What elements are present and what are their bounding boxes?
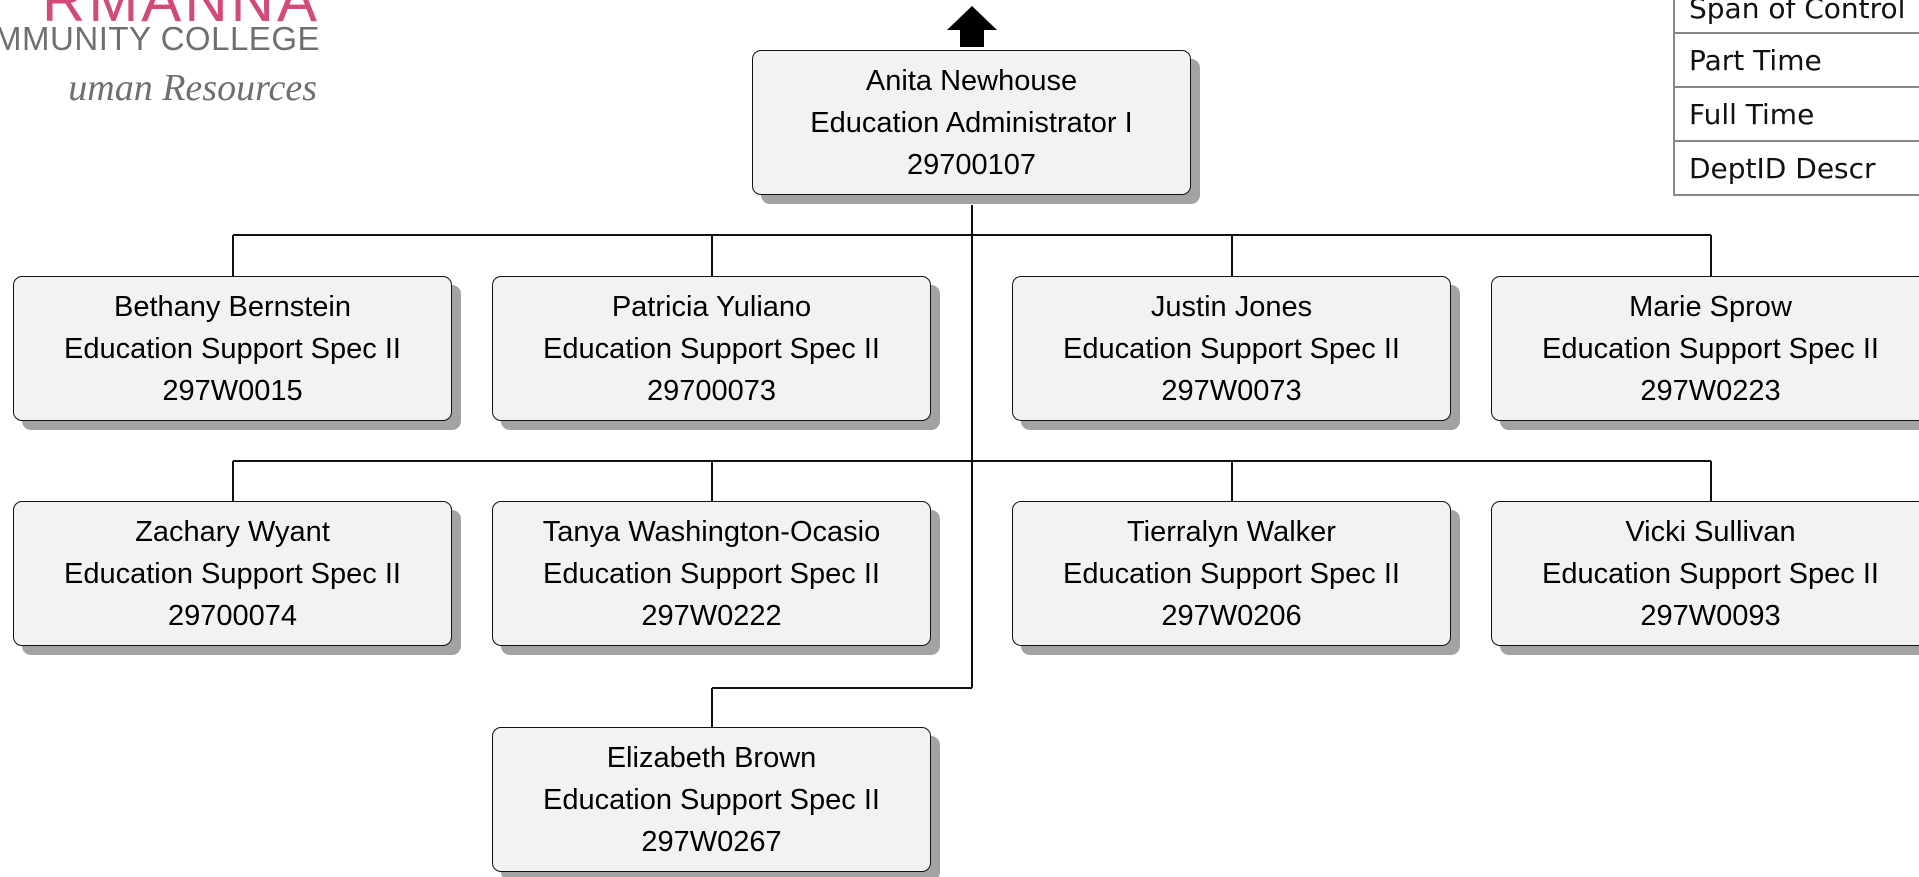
node-name: Bethany Bernstein	[114, 290, 351, 323]
navigate-up-arrow-icon[interactable]	[946, 4, 998, 48]
node-id: 29700073	[646, 374, 777, 407]
node-title: Education Support Spec II	[1542, 332, 1879, 365]
node-id: 297W0222	[641, 599, 782, 632]
node-id: 29700074	[167, 599, 298, 632]
org-node-report[interactable]: Marie Sprow Education Support Spec II 29…	[1491, 276, 1919, 421]
legend-table: Span of Control Part Time Full Time Dept…	[1673, 0, 1919, 196]
node-name: Tierralyn Walker	[1127, 515, 1336, 548]
node-name: Marie Sprow	[1629, 290, 1792, 323]
org-node-report[interactable]: Vicki Sullivan Education Support Spec II…	[1491, 501, 1919, 646]
legend-row-deptid-descr: DeptID Descr	[1675, 142, 1919, 196]
node-title: Education Support Spec II	[1063, 557, 1400, 590]
node-id: 297W0206	[1161, 599, 1302, 632]
node-id: 297W0223	[1640, 374, 1781, 407]
org-node-report[interactable]: Tierralyn Walker Education Support Spec …	[1012, 501, 1451, 646]
node-id: 297W0267	[641, 825, 782, 858]
college-logo: RMANNA MMUNITY COLLEGE uman Resources	[0, 0, 320, 126]
node-id: 29700107	[906, 148, 1037, 181]
legend-row-full-time: Full Time	[1675, 88, 1919, 142]
node-id: 297W0015	[162, 374, 303, 407]
org-node-report[interactable]: Elizabeth Brown Education Support Spec I…	[492, 727, 931, 872]
node-title: Education Support Spec II	[64, 557, 401, 590]
org-node-report[interactable]: Patricia Yuliano Education Support Spec …	[492, 276, 931, 421]
node-id: 297W0073	[1161, 374, 1302, 407]
legend-row-part-time: Part Time	[1675, 34, 1919, 88]
node-title: Education Support Spec II	[543, 783, 880, 816]
node-title: Education Support Spec II	[543, 557, 880, 590]
org-node-report[interactable]: Zachary Wyant Education Support Spec II …	[13, 501, 452, 646]
node-name: Zachary Wyant	[135, 515, 330, 548]
legend-row-span-of-control: Span of Control	[1675, 0, 1919, 34]
org-node-manager[interactable]: Anita Newhouse Education Administrator I…	[752, 50, 1191, 195]
node-name: Patricia Yuliano	[611, 290, 812, 323]
node-name: Anita Newhouse	[865, 64, 1078, 97]
node-name: Vicki Sullivan	[1625, 515, 1796, 548]
logo-brand-text: RMANNA	[41, 0, 320, 34]
logo-college-text: MMUNITY COLLEGE	[0, 20, 320, 57]
org-node-report[interactable]: Tanya Washington-Ocasio Education Suppor…	[492, 501, 931, 646]
logo-department-text: uman Resources	[68, 67, 317, 109]
node-name: Justin Jones	[1150, 290, 1313, 323]
org-node-report[interactable]: Bethany Bernstein Education Support Spec…	[13, 276, 452, 421]
node-title: Education Support Spec II	[543, 332, 880, 365]
node-title: Education Support Spec II	[64, 332, 401, 365]
node-id: 297W0093	[1640, 599, 1781, 632]
node-title: Education Support Spec II	[1542, 557, 1879, 590]
node-name: Tanya Washington-Ocasio	[542, 515, 881, 548]
node-title: Education Support Spec II	[1063, 332, 1400, 365]
org-node-report[interactable]: Justin Jones Education Support Spec II 2…	[1012, 276, 1451, 421]
node-title: Education Administrator I	[810, 106, 1133, 139]
node-name: Elizabeth Brown	[606, 741, 817, 774]
